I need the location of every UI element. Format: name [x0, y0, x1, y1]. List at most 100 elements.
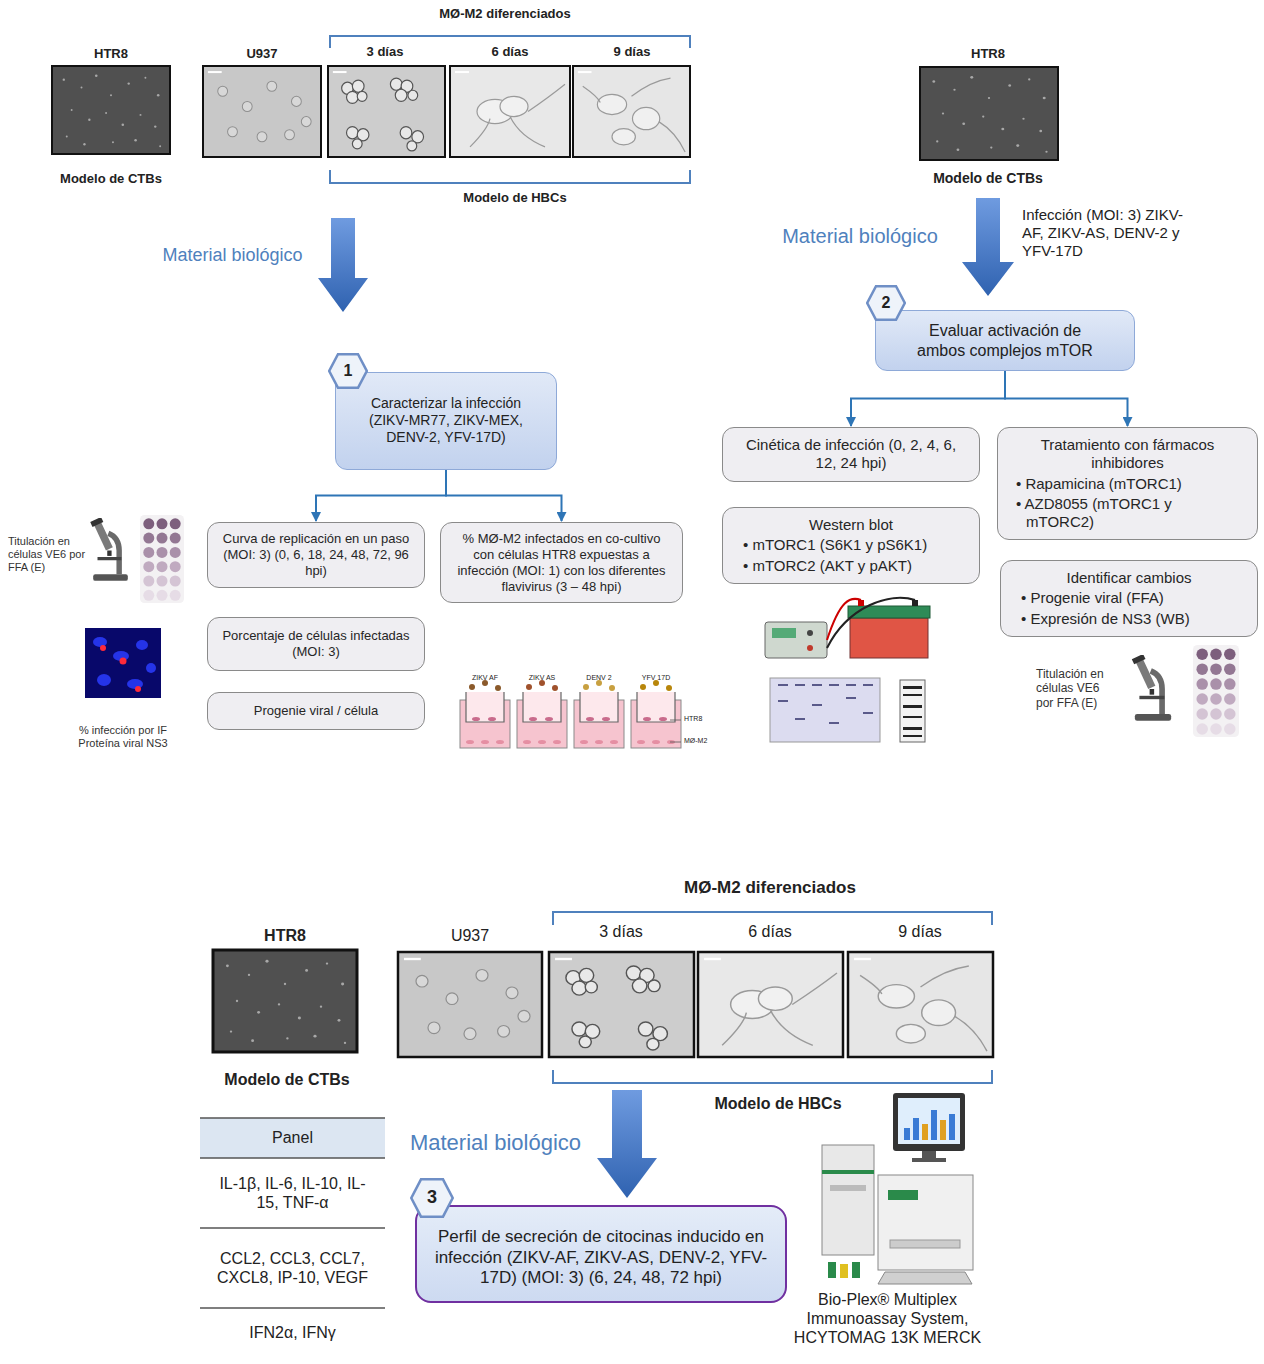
step-number: 1: [344, 361, 353, 381]
block-arrow: [318, 218, 368, 312]
bioplex-equipment: [912, 1158, 946, 1162]
gel-image: [903, 727, 922, 730]
method-icon: [90, 517, 128, 581]
group-label: MØ-M2 diferenciados: [660, 878, 880, 898]
micrograph: [203, 66, 321, 157]
image-label: 9 días: [870, 922, 970, 941]
model-label: Modelo de HBCs: [430, 190, 600, 206]
micrograph: [698, 952, 843, 1057]
western-blot-equipment: [765, 598, 930, 658]
block-arrow: [597, 1090, 657, 1198]
image-label: U937: [420, 926, 520, 945]
image-label: U937: [212, 46, 312, 62]
fluorescence-image: [136, 640, 148, 650]
box-text: Identificar cambios: [1017, 569, 1241, 587]
bioplex-equipment: [852, 1262, 860, 1278]
gel-image: [795, 718, 805, 720]
branch-connector: [446, 470, 562, 521]
transwell-illustration: [488, 717, 496, 721]
bioplex-equipment: [890, 1240, 960, 1248]
bioplex-equipment: [940, 1120, 946, 1140]
fluorescence-image: [93, 637, 107, 647]
method-icon: [1193, 645, 1239, 737]
transwell-illustration: [466, 692, 675, 722]
transwell-illustration: [523, 692, 561, 722]
bullet-item: • Progenie viral (FFA): [1017, 589, 1241, 607]
layer-label: HTR8: [684, 715, 718, 723]
infection-note: Infección (MOI: 3) ZIKV-AF, ZIKV-AS, DEN…: [1022, 206, 1204, 260]
bullet-item: • Expresión de NS3 (WB): [1017, 610, 1241, 628]
transwell-illustration: [469, 684, 475, 690]
transwell-illustration: [495, 685, 501, 691]
panel-table: [200, 1118, 385, 1158]
method-box: Cinética de infección (0, 2, 4, 6, 12, 2…: [722, 427, 980, 482]
micrograph: [920, 67, 1058, 160]
bioplex-equipment: [922, 1151, 936, 1159]
step-hexagon: 3: [410, 1178, 454, 1218]
bracket: [553, 1070, 992, 1083]
transwell-illustration: [583, 680, 615, 691]
transwell-illustration: [538, 740, 546, 744]
bullet-item: • AZD8055 (mTORC1 y mTORC2): [1012, 495, 1243, 532]
method-icon: [1132, 645, 1239, 737]
micrograph: [203, 66, 321, 157]
image-label: HTR8: [938, 46, 1038, 62]
micrograph: [920, 67, 1058, 160]
bracket: [330, 170, 690, 183]
bioplex-equipment: [822, 1093, 973, 1284]
fluorescence-image: [127, 679, 143, 689]
gel-image: [863, 712, 873, 714]
box-text: Perfil de secreción de citocinas inducid…: [433, 1227, 769, 1289]
model-label: Modelo de CTBs: [36, 171, 186, 187]
method-box: Western blot• mTORC1 (S6K1 y pS6K1)• mTO…: [722, 507, 980, 584]
fluorescence-image: [97, 674, 111, 686]
western-blot-equipment: [827, 599, 861, 640]
table-cell: CCL2, CCL3, CCL7, CXCL8, IP-10, VEGF: [200, 1228, 385, 1308]
transwell-illustration: [583, 684, 589, 690]
micrograph: [573, 66, 690, 157]
table-cell: IFN2α, IFNγ: [200, 1308, 385, 1358]
micrograph: [549, 952, 694, 1057]
objective-box: Evaluar activación de ambos complejos mT…: [875, 310, 1135, 371]
section-label: Material biológico: [393, 1130, 598, 1156]
transwell-illustration: [466, 692, 504, 722]
transwell-illustration: [580, 692, 618, 722]
fluorescence-image: [93, 637, 156, 689]
method-box: Curva de replicación en un paso (MOI: 3)…: [207, 522, 425, 588]
gel-image: [778, 684, 788, 686]
transwell-illustration: [529, 717, 537, 721]
gel-image: [812, 704, 822, 706]
gel-image: [770, 678, 925, 742]
micrograph: [52, 66, 170, 154]
bioplex-equipment: [822, 1145, 874, 1255]
gel-image: [900, 680, 925, 742]
panel-table: [200, 1117, 385, 1119]
gel-image: [863, 684, 873, 686]
transwell-illustration: [595, 740, 603, 744]
objective-box: Caracterizar la infección (ZIKV-MR77, ZI…: [335, 372, 557, 470]
bioplex-equipment: [913, 1118, 919, 1140]
image-label: HTR8: [235, 926, 335, 945]
bioplex-equipment: [893, 1093, 965, 1151]
method-box: % MØ-M2 infectados en co-cultivo con cél…: [440, 522, 683, 603]
transwell-illustration: [652, 740, 660, 744]
transwell-illustration: [552, 685, 558, 691]
transwell-illustration: [637, 740, 645, 744]
gel-image: [903, 705, 922, 708]
transwell-illustration: [610, 740, 618, 744]
image-label: 3 días: [335, 44, 435, 60]
gel-image: [846, 697, 856, 699]
gel-image: [903, 694, 922, 696]
image-label: 9 días: [582, 44, 682, 60]
well-label: YFV 17D: [631, 674, 681, 682]
method-note: % infección por IF Proteína viral NS3: [58, 724, 188, 750]
transwell-illustration: [545, 717, 553, 721]
well-label: ZIKV AF: [460, 674, 510, 682]
transwell-illustration: [602, 717, 610, 721]
model-label: Modelo de CTBs: [913, 170, 1063, 187]
bullet-item: • mTORC2 (AKT y pAKT): [739, 557, 963, 575]
bioplex-equipment: [898, 1098, 960, 1144]
transwell-illustration: [469, 680, 501, 691]
objective-box: Perfil de secreción de citocinas inducid…: [415, 1205, 787, 1303]
transwell-illustration: [659, 717, 667, 721]
